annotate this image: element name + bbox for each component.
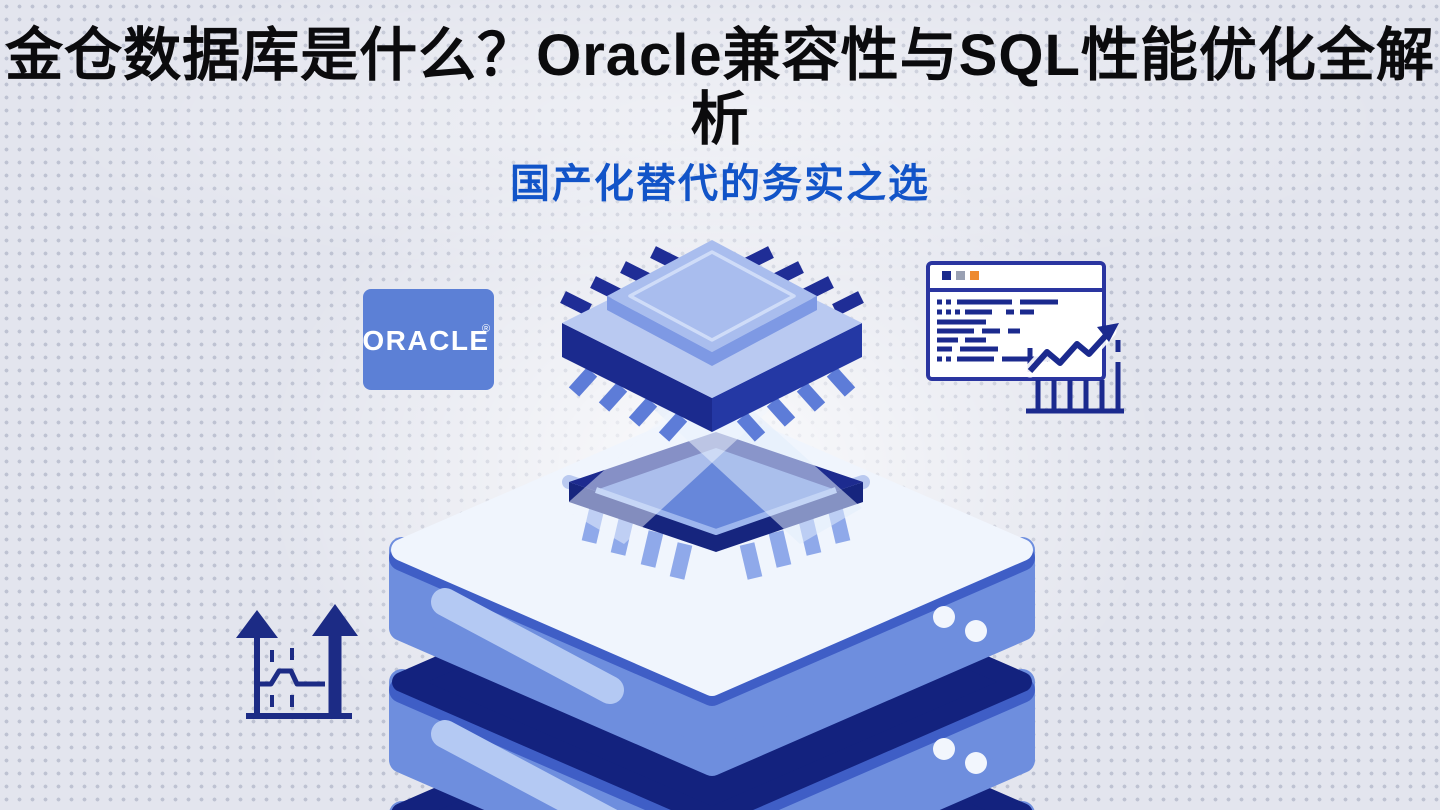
oracle-logo-card: ORACLE ®	[362, 289, 494, 390]
chart-line	[1027, 328, 1113, 374]
chip-right-wall	[712, 323, 862, 432]
tier1-led-dot	[933, 606, 955, 628]
cpu-chip-icon	[560, 240, 864, 442]
window-button-orange	[970, 271, 979, 280]
header-text-block: 金仓数据库是什么？Oracle兼容性与SQL性能优化全解析 国产化替代的务实之选	[0, 0, 1440, 206]
left-arrow-head	[236, 610, 278, 638]
rising-line-chart-arrow-icon	[1023, 323, 1119, 378]
right-arrow-head	[312, 604, 358, 636]
bar-chart-up-arrows-icon	[236, 604, 358, 719]
tier2-slot-pill	[431, 720, 618, 810]
window-button-navy	[942, 271, 951, 280]
mini-bar-chart	[1026, 340, 1124, 414]
tier2-led-dot	[965, 752, 987, 774]
chart-arrowhead	[1097, 323, 1119, 342]
page-title: 金仓数据库是什么？Oracle兼容性与SQL性能优化全解析	[5, 23, 1435, 152]
chip-plateau-top	[607, 240, 817, 352]
oracle-card-background	[363, 289, 494, 390]
server-stack-icon	[389, 404, 1035, 810]
chip-left-wall	[562, 323, 712, 432]
page-subtitle: 国产化替代的务实之选	[510, 161, 930, 206]
code-lines	[937, 299, 1058, 362]
dashed-ticks	[270, 648, 294, 707]
chip-die-outline	[628, 250, 796, 342]
chip-bottom-pins	[568, 367, 856, 442]
tier1-led-dot	[965, 620, 987, 642]
oracle-registered-mark: ®	[482, 323, 490, 335]
tier1-slot-pill	[431, 588, 624, 704]
tier2-led-dot	[933, 738, 955, 760]
sql-report-window-icon	[926, 261, 1124, 414]
bar-step-line	[259, 668, 325, 687]
oracle-logo-text: ORACLE	[362, 325, 489, 356]
window-button-gray	[956, 271, 965, 280]
